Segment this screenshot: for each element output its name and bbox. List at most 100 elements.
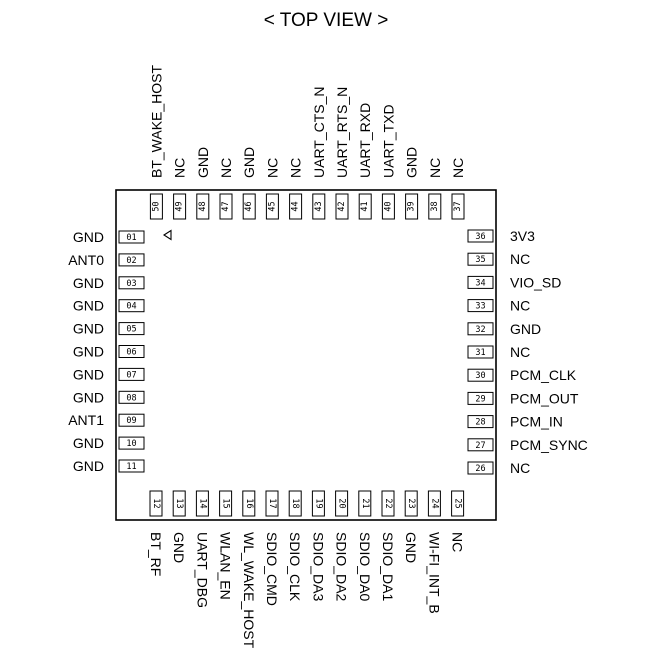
pin-name: SDIO_CMD — [264, 532, 280, 606]
pin-pad — [427, 490, 441, 517]
pin-04-gnd: 04 GND — [73, 298, 145, 314]
pin-number: 07 — [126, 370, 136, 380]
pin-name: PCM_IN — [510, 414, 563, 430]
pin-number: 37 — [453, 201, 463, 211]
pin-number: 48 — [198, 201, 208, 211]
pin-name: BT_WAKE_HOST — [148, 64, 164, 178]
pin-name: VIO_SD — [510, 274, 561, 290]
pin-name: NC — [450, 158, 466, 178]
pin-name: UART_CTS_N — [311, 86, 327, 178]
pin-number: 08 — [126, 393, 136, 403]
pin-number: 47 — [221, 201, 231, 211]
pin-06-gnd: 06 GND — [73, 344, 145, 360]
pin-number: 42 — [337, 201, 347, 211]
pin-name: GND — [73, 298, 104, 314]
pin-name: GND — [73, 275, 104, 291]
pin-name: GND — [73, 344, 104, 360]
pin-name: NC — [264, 158, 280, 178]
pin-number: 13 — [174, 498, 184, 508]
pin-pad — [467, 299, 494, 313]
pin-name: NC — [510, 460, 530, 476]
pin-number: 41 — [360, 201, 370, 211]
pin-number: 49 — [175, 201, 185, 211]
pin-pad — [467, 345, 494, 359]
pin-number: 36 — [475, 232, 485, 242]
pin-pad — [467, 252, 494, 266]
pin-number: 35 — [475, 255, 485, 265]
pins-layer: 01GND02ANT003GND04GND05GND06GND07GND08GN… — [68, 64, 588, 648]
pin-pad — [289, 193, 303, 220]
pin-number: 04 — [126, 302, 136, 312]
pin-name: GND — [73, 229, 104, 245]
pin-name: GND — [195, 147, 211, 178]
pin-pad — [312, 193, 326, 220]
pin-47-nc: 47 NC — [218, 158, 234, 220]
pin-number: 22 — [383, 498, 393, 508]
pin-pad — [196, 193, 210, 220]
pin-34-vio-sd: 34 VIO_SD — [467, 274, 561, 290]
pin-pad — [467, 461, 494, 475]
pin-number: 09 — [126, 416, 136, 426]
pin-name: GND — [73, 389, 104, 405]
pin-number: 14 — [197, 498, 207, 508]
pin-number: 21 — [360, 498, 370, 508]
pin-number: 34 — [475, 278, 485, 288]
pin-pad — [451, 490, 465, 517]
pin-number: 45 — [267, 201, 277, 211]
pin-pad — [288, 490, 302, 517]
pin-pad — [118, 367, 145, 381]
pin-number: 46 — [244, 201, 254, 211]
pin-number: 27 — [475, 441, 485, 451]
pin-name: NC — [427, 158, 443, 178]
pin-pad — [172, 490, 186, 517]
pin-name: WL_WAKE_HOST — [241, 532, 257, 649]
pin-number: 12 — [151, 498, 161, 508]
pin-pad — [118, 345, 145, 358]
pin-number: 31 — [475, 348, 485, 358]
pin-pad — [149, 193, 163, 220]
pin-pad — [467, 391, 494, 405]
pin-name: GND — [73, 458, 104, 474]
pin-name: NC — [450, 532, 466, 552]
pin-pad — [219, 490, 233, 517]
pin-name: NC — [218, 158, 234, 178]
pin-pad — [118, 413, 145, 427]
pin-09-ant1: 09 ANT1 — [68, 412, 145, 428]
pin-number: 06 — [126, 348, 136, 358]
pin-number: 44 — [291, 201, 301, 211]
pin-37-nc: 37 NC — [450, 158, 466, 220]
pin-name: SDIO_CLK — [287, 532, 303, 602]
pin-pad — [335, 490, 349, 517]
pin-pad — [265, 193, 279, 220]
pin-pad — [118, 230, 145, 244]
pin-name: PCM_SYNC — [510, 437, 588, 453]
pin-name: ANT1 — [68, 412, 104, 428]
pin-name: BT_RF — [148, 532, 164, 576]
pin-pad — [173, 193, 187, 220]
pin-pad — [335, 193, 349, 220]
pin-number: 03 — [126, 279, 136, 289]
pin-48-gnd: 48 GND — [195, 147, 211, 220]
pin-pad — [467, 322, 494, 336]
